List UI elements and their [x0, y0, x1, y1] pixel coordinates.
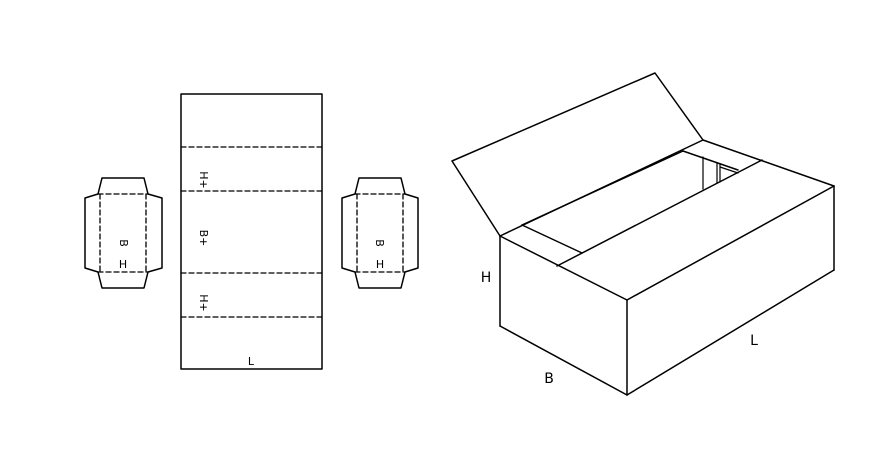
- center-middle-label: B+: [197, 230, 210, 247]
- center-top-flap-label: H+: [197, 171, 210, 189]
- box-bottom-right-edge: [626, 269, 835, 396]
- box-inner-slant: [719, 166, 739, 174]
- center-length-label: L: [248, 355, 255, 368]
- box-length-label: L: [750, 333, 758, 349]
- center-blank-outline: [180, 93, 323, 370]
- box-bottom-left-edge: [499, 325, 628, 396]
- right-flap-height-label: H: [376, 258, 384, 271]
- center-bottom-flap-label: H+: [197, 294, 210, 312]
- left-flap-length-label: B: [117, 239, 130, 247]
- box-left-front-top-edge: [499, 235, 628, 301]
- box-open-lid: [451, 72, 704, 237]
- box-inner-flap-upper-line: [521, 150, 684, 226]
- box-rear-top-edge: [702, 139, 835, 187]
- box-inner-flap-lower-line: [556, 159, 763, 267]
- left-end-flap: B H: [84, 177, 163, 289]
- right-flap-length-label: B: [373, 239, 386, 247]
- box-breadth-label: B: [544, 371, 554, 387]
- box-inner-flap-left-edge: [521, 224, 583, 254]
- right-end-flap: B H: [341, 177, 419, 289]
- center-blank: H+ B+ H+ L: [180, 93, 323, 370]
- left-flap-height-label: H: [119, 258, 127, 271]
- box-height-label: H: [481, 270, 492, 286]
- box-inner-back-edge: [682, 150, 739, 171]
- box-3d: H B L: [451, 72, 835, 396]
- box-right-front-top-edge: [626, 185, 835, 301]
